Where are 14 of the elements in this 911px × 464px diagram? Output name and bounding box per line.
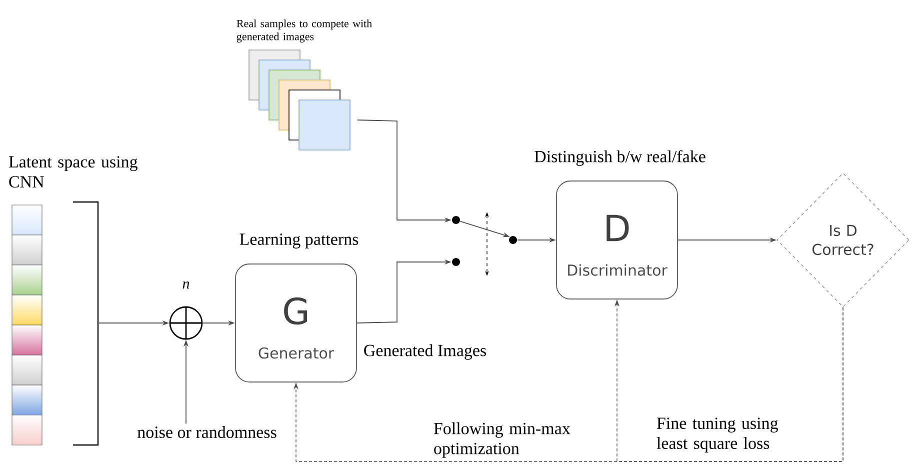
symbol-label: n [182,281,190,289]
edge-label: Fine tuning using least square loss [656,418,778,452]
heading: Learning patterns [240,234,358,248]
heading: Distinguish b/w real/fake [534,150,706,166]
edge-label: Following min-max optimization [434,422,570,458]
process-box: G Generator [235,264,357,382]
heading: Real samples to compete with generated images [236,20,372,43]
process-box: D Discriminator [556,180,678,300]
heading: Latent space using CNN [8,156,138,188]
switch-contact [509,236,517,244]
edge-label: Generated Images [364,344,486,360]
switch-contact [452,258,460,266]
switch-contact [452,216,460,224]
text-label: noise or randomness [138,426,276,438]
